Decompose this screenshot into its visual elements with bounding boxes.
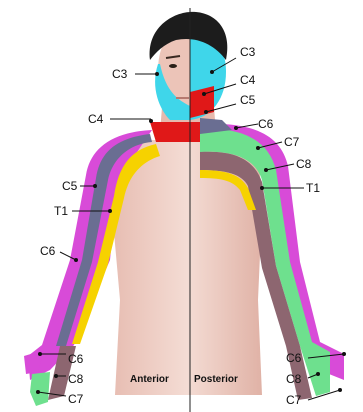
label-anterior-c6-hand: C6	[68, 352, 84, 366]
posterior-caption: Posterior	[194, 374, 238, 385]
label-anterior-c5: C5	[62, 179, 78, 193]
label-posterior-c7-shoulder: C7	[284, 135, 300, 149]
eye-left	[169, 64, 177, 68]
label-anterior-c4: C4	[88, 112, 104, 126]
label-anterior-c7: C7	[68, 392, 84, 406]
label-posterior-c8: C8	[296, 157, 312, 171]
label-posterior-c3: C3	[240, 45, 256, 59]
c7-anterior-hand	[30, 372, 50, 406]
label-posterior-c4: C4	[240, 73, 256, 87]
anterior-caption: Anterior	[130, 374, 169, 385]
label-posterior-c6-shoulder: C6	[258, 117, 274, 131]
label-posterior-c5: C5	[240, 93, 256, 107]
label-posterior-t1: T1	[306, 181, 320, 195]
label-anterior-c8: C8	[68, 372, 84, 386]
label-anterior-t1: T1	[54, 204, 68, 218]
torso	[112, 140, 262, 395]
label-posterior-c7-hand: C7	[286, 393, 302, 407]
label-posterior-c6-hand: C6	[286, 351, 302, 365]
label-anterior-c3: C3	[112, 67, 128, 81]
label-posterior-c8-hand: C8	[286, 372, 302, 386]
label-anterior-c6-arm: C6	[40, 244, 56, 258]
